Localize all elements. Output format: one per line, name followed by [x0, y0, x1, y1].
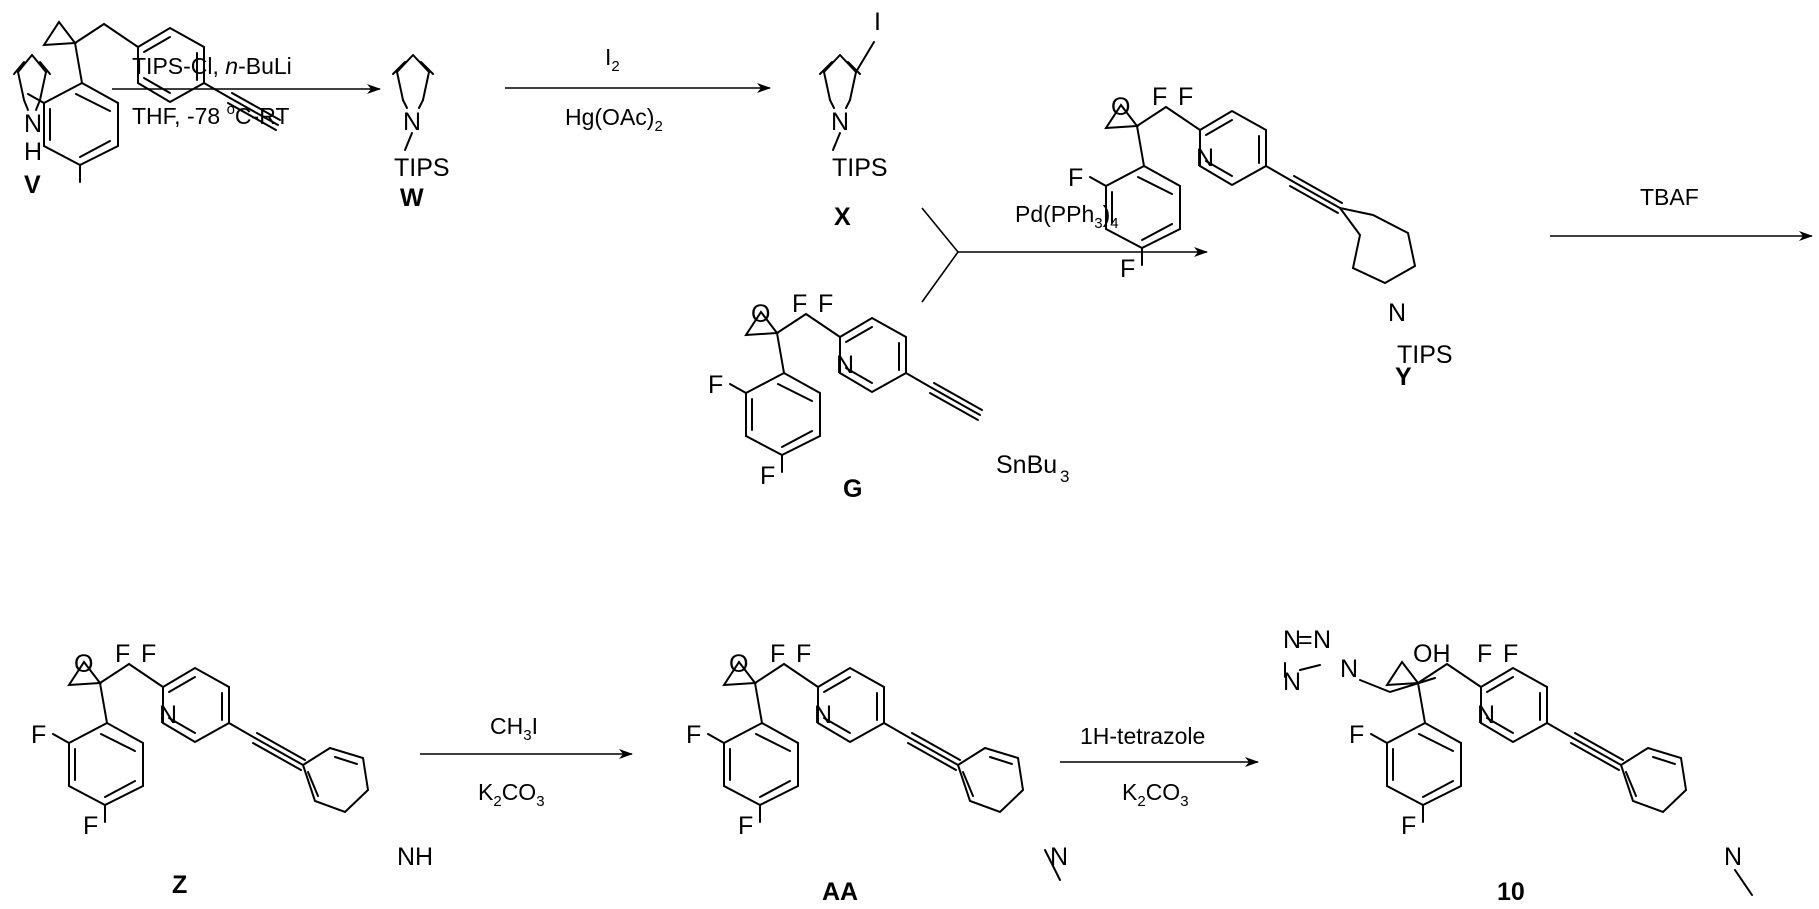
- atom: N: [814, 701, 832, 729]
- svg-text:TIPS-Cl, n-BuLi: TIPS-Cl, n-BuLi: [132, 53, 292, 79]
- atom: N: [1724, 843, 1742, 871]
- atom: TIPS: [832, 154, 888, 182]
- atom: F: [1503, 640, 1518, 668]
- compound-label: V: [24, 171, 41, 199]
- atom: F: [686, 721, 701, 749]
- atom: F: [792, 290, 807, 318]
- atom: O: [729, 650, 748, 678]
- atom: O: [1111, 93, 1130, 121]
- atom: F: [1401, 812, 1416, 840]
- atom: F: [83, 812, 98, 840]
- atom: F: [708, 371, 723, 399]
- compound-G: O F F N F F SnBu 3 G: [708, 290, 1069, 503]
- arrow-a5: CH3I K2CO3: [420, 713, 632, 810]
- atom: N: [831, 108, 849, 136]
- atom: 3: [1060, 467, 1069, 486]
- compound-AA: O F F N F F N AA: [686, 640, 1068, 906]
- atom: F: [1068, 164, 1083, 192]
- atom: F: [818, 290, 833, 318]
- atom: F: [1477, 640, 1492, 668]
- atom: N: [403, 108, 421, 136]
- atom: F: [1178, 83, 1193, 111]
- atom: H: [24, 138, 42, 166]
- compound-label: 10: [1497, 878, 1525, 906]
- atom: N: [1388, 299, 1406, 327]
- arrow-a3: Pd(PPh3)4: [922, 201, 1207, 302]
- atom: I: [874, 8, 881, 36]
- compound-X: I N TIPS X: [820, 8, 888, 231]
- atom: F: [1120, 255, 1135, 283]
- atom: F: [738, 812, 753, 840]
- svg-text:TBAF: TBAF: [1640, 184, 1699, 210]
- compound-label: X: [834, 203, 851, 231]
- atom: F: [141, 640, 156, 668]
- compound-label: W: [400, 184, 424, 212]
- compound-W: N TIPS W: [393, 55, 450, 212]
- atom: =: [1298, 626, 1313, 654]
- atom: N: [24, 110, 42, 138]
- atom: F: [115, 640, 130, 668]
- svg-text:K2CO3: K2CO3: [1122, 779, 1189, 810]
- atom: F: [796, 640, 811, 668]
- compound-label: Z: [172, 871, 187, 899]
- compound-Z: O F F N F F NH Z: [31, 640, 433, 899]
- atom: N: [836, 351, 854, 379]
- atom: N: [1196, 144, 1214, 172]
- atom: NH: [397, 843, 433, 871]
- atom: F: [770, 640, 785, 668]
- svg-text:1H-tetrazole: 1H-tetrazole: [1080, 723, 1205, 749]
- atom: O: [74, 650, 93, 678]
- atom: O: [751, 300, 770, 328]
- atom: N: [1340, 655, 1358, 683]
- svg-text:K2CO3: K2CO3: [478, 779, 545, 810]
- atom: N: [1313, 626, 1331, 654]
- arrow-a4: TBAF: [1550, 184, 1812, 236]
- atom: N: [159, 701, 177, 729]
- atom: F: [1349, 721, 1364, 749]
- svg-text:THF, -78 oC-RT: THF, -78 oC-RT: [132, 101, 289, 129]
- svg-text:Hg(OAc)2: Hg(OAc)2: [565, 104, 663, 135]
- svg-text:I2: I2: [605, 44, 620, 75]
- atom: TIPS: [394, 154, 450, 182]
- atom: F: [31, 721, 46, 749]
- compound-Y: O F F N F F N TIPS Y: [1068, 83, 1453, 391]
- atom: OH: [1413, 640, 1451, 668]
- arrow-a6: 1H-tetrazole K2CO3: [1060, 723, 1258, 810]
- arrow-a2: I2 Hg(OAc)2: [505, 44, 770, 135]
- compound-label: AA: [822, 878, 858, 906]
- svg-text:Pd(PPh3)4: Pd(PPh3)4: [1015, 201, 1119, 232]
- atom: F: [760, 462, 775, 490]
- atom: SnBu: [996, 451, 1057, 479]
- atom: F: [1152, 83, 1167, 111]
- compound-label: G: [843, 475, 862, 503]
- atom: N: [1477, 701, 1495, 729]
- compound-label: Y: [1395, 363, 1412, 391]
- svg-text:CH3I: CH3I: [490, 713, 538, 744]
- compound-10: N = N N N OH F F N F F N 10: [1283, 626, 1742, 906]
